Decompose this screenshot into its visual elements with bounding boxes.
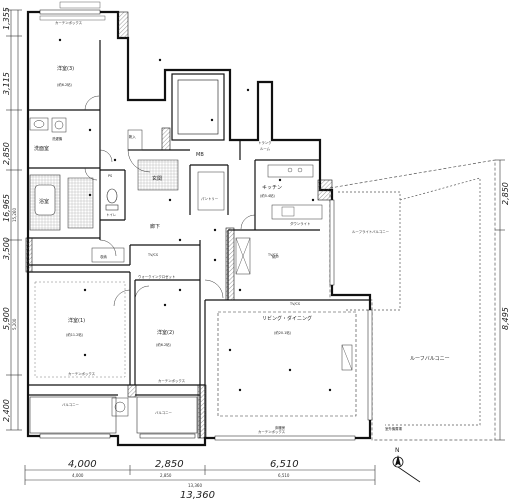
top-sign-box xyxy=(59,1,101,9)
bedroom-3-area: (約6.2帖) xyxy=(57,82,72,87)
bedroom-2-name: 洋室(2) xyxy=(157,329,174,336)
dim-bottom-2-sub: 2,850 xyxy=(160,473,172,478)
washroom-name: 洗面室 xyxy=(34,145,49,152)
tv-label-3: TV/CS xyxy=(147,253,158,257)
entrance: 玄関 xyxy=(127,149,179,191)
balcony-mid-name: バルコニー xyxy=(155,411,172,415)
storage-room: 納戸 xyxy=(235,237,279,275)
bathroom: 浴室 xyxy=(29,174,94,231)
dim-left-4: 5,900 xyxy=(2,307,11,330)
right-dimension-lines xyxy=(495,159,505,441)
shoe-label: 靴入 xyxy=(129,134,136,139)
washroom: 洗面室 洗濯機 xyxy=(29,117,67,152)
tv-label-2: TV/CS xyxy=(289,302,300,306)
dim-right-2: 8,495 xyxy=(501,307,510,330)
dim-left-3: 3,500 xyxy=(2,237,11,260)
balcony-left: バルコニー xyxy=(29,396,117,434)
top-curtain-box xyxy=(39,15,106,21)
kitchen-area: (約5.4帖) xyxy=(260,193,275,198)
hallway-name: 廊下 xyxy=(150,223,160,230)
bedroom-1-name: 洋室(1) xyxy=(68,317,85,324)
outer-walls xyxy=(26,10,372,447)
bedroom-1-area: (約11.2帖) xyxy=(66,332,84,337)
dim-right-1: 2,850 xyxy=(501,182,510,205)
compass: N xyxy=(392,447,421,483)
mb-shaft: MB xyxy=(171,73,225,158)
mb-label: MB xyxy=(196,152,204,158)
roof-light-balcony-label: ルーフライトバルコニー xyxy=(352,229,390,234)
entrance-name: 玄関 xyxy=(152,175,162,182)
inner-walls xyxy=(28,40,370,438)
outdoor-unit-label: 室外機置場 xyxy=(385,426,403,431)
storage-name: 納戸 xyxy=(272,254,279,259)
closet-name: ウォークインクロゼット xyxy=(138,274,175,279)
structural-columns xyxy=(25,11,333,439)
downlights xyxy=(58,38,332,392)
bath-name: 浴室 xyxy=(39,198,49,205)
floor-heating-label: 床暖房 xyxy=(275,425,286,430)
dim-left-total: 16,965 xyxy=(2,194,11,222)
dim-bottom-3-sub: 6,510 xyxy=(278,473,290,478)
bedroom-1: 洋室(1) (約11.2帖) カーテンボックス xyxy=(34,281,126,378)
dim-bottom-1: 4,000 xyxy=(68,459,97,470)
curtain-box-top-label: カーテンボックス xyxy=(55,20,83,25)
shoe-cabinet xyxy=(127,129,143,151)
balcony-left-name: バルコニー xyxy=(62,403,79,407)
bottom-dimension-lines xyxy=(24,465,376,485)
curtain-box-b2-label: カーテンボックス xyxy=(158,378,186,383)
trunk-sub: ルーム xyxy=(260,146,271,151)
trunk-name: トランク xyxy=(258,140,272,145)
dim-top-left: 1,355 xyxy=(2,7,11,30)
dim-bottom-1-sub: 4,000 xyxy=(72,473,84,478)
ps-label: PS xyxy=(108,174,112,178)
kitchen: キッチン (約5.4帖) xyxy=(260,164,323,220)
tv-label-1: TV/CS xyxy=(267,253,278,257)
downlight-label: ダウンライト xyxy=(290,221,310,226)
living-name: リビング・ダイニング xyxy=(262,315,312,322)
walk-in-closet: ウォークインクロゼット 収納 xyxy=(91,247,175,279)
bedroom-3-name: 洋室(3) xyxy=(57,65,74,72)
balcony-mid: バルコニー xyxy=(111,396,198,434)
roof-balcony-label: ルーフバルコニー xyxy=(410,356,450,362)
dim-left-total-sub: 15,260 xyxy=(12,208,17,222)
living-area: (約20.1帖) xyxy=(274,330,292,335)
pantry-name: パントリー xyxy=(201,196,219,201)
bedroom-2-area: (約6.2帖) xyxy=(156,342,171,347)
windows xyxy=(39,9,373,441)
washer-label: 洗濯機 xyxy=(52,136,63,141)
dim-left-2: 2,850 xyxy=(2,142,11,165)
pantry: パントリー xyxy=(197,171,225,211)
dim-left-6: 2,400 xyxy=(2,399,11,422)
kitchen-name: キッチン xyxy=(262,185,282,191)
bedroom-2: 洋室(2) (約6.2帖) カーテンボックス xyxy=(156,329,186,383)
shelf-label: 収納 xyxy=(100,254,107,259)
left-dimension-lines xyxy=(6,9,22,431)
compass-label: N xyxy=(395,447,400,454)
dim-left-1: 3,115 xyxy=(2,72,11,95)
toilet: トイレ xyxy=(105,188,119,217)
bedroom-3: 洋室(3) (約6.2帖) xyxy=(57,65,100,111)
curtain-box-b1-label: カーテンボックス xyxy=(68,371,96,376)
living-dining: リビング・ダイニング (約20.1帖) 床暖房 カーテンボックス xyxy=(217,311,357,434)
dim-left-5: 5,200 xyxy=(12,318,17,330)
dim-bottom-2: 2,850 xyxy=(155,459,184,470)
toilet-name: トイレ xyxy=(106,213,117,217)
dim-bottom-3: 6,510 xyxy=(270,459,299,470)
dim-bottom-total: 13,360 xyxy=(180,490,215,501)
dim-bottom-total-sub: 13,360 xyxy=(188,483,202,488)
curtain-box-lr-label: カーテンボックス xyxy=(258,429,286,434)
door-swings xyxy=(84,149,256,307)
